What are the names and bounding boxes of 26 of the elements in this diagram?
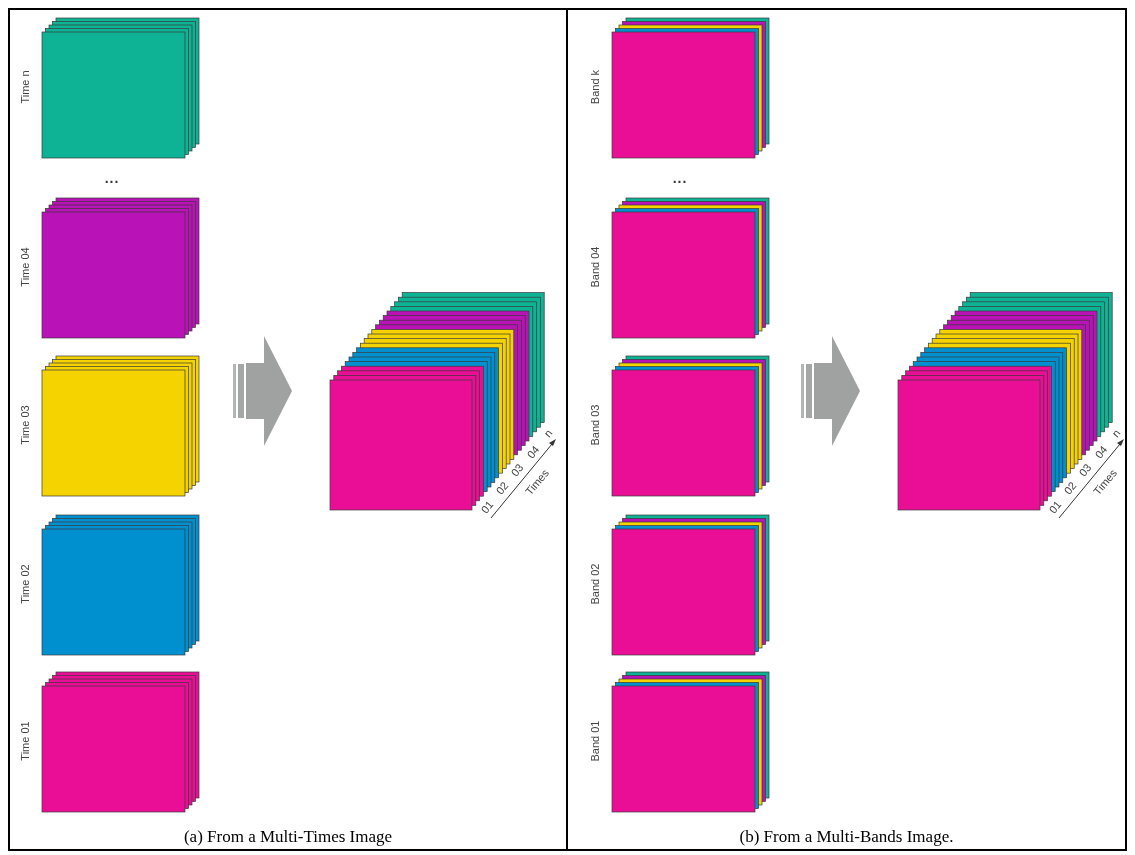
stack-label: Band 03: [589, 404, 601, 446]
axis-tick-label: 02: [1061, 479, 1079, 497]
axis-tick-label: 03: [508, 461, 526, 479]
figure-panel: [566, 8, 1127, 851]
panel-caption: (a) From a Multi-Times Image: [182, 827, 394, 847]
axis-tick-label: 01: [1046, 498, 1064, 516]
stack-label: Time 02: [19, 564, 31, 604]
stack-label: Band k: [589, 69, 601, 105]
figure-panel: [8, 8, 568, 851]
stack-label: Band 02: [589, 563, 601, 605]
stack-label: Band 01: [589, 720, 601, 762]
ellipsis: ...: [104, 170, 120, 186]
stack-label: Time 01: [19, 721, 31, 761]
stack-label: Time 03: [19, 405, 31, 445]
stack-label: Time 04: [19, 247, 31, 287]
stack-label: Time n: [19, 70, 31, 104]
panel-caption: (b) From a Multi-Bands Image.: [738, 827, 955, 847]
axis-tick-label: 03: [1076, 461, 1094, 479]
axis-tick-label: n: [1109, 426, 1123, 440]
stack-label: Band 04: [589, 246, 601, 288]
axis-tick-label: 04: [1092, 443, 1110, 461]
axis-tick-label: 04: [524, 443, 542, 461]
axis-tick-label: n: [541, 426, 555, 440]
ellipsis: ...: [672, 170, 688, 186]
axis-tick-label: 02: [493, 479, 511, 497]
axis-tick-label: 01: [478, 498, 496, 516]
